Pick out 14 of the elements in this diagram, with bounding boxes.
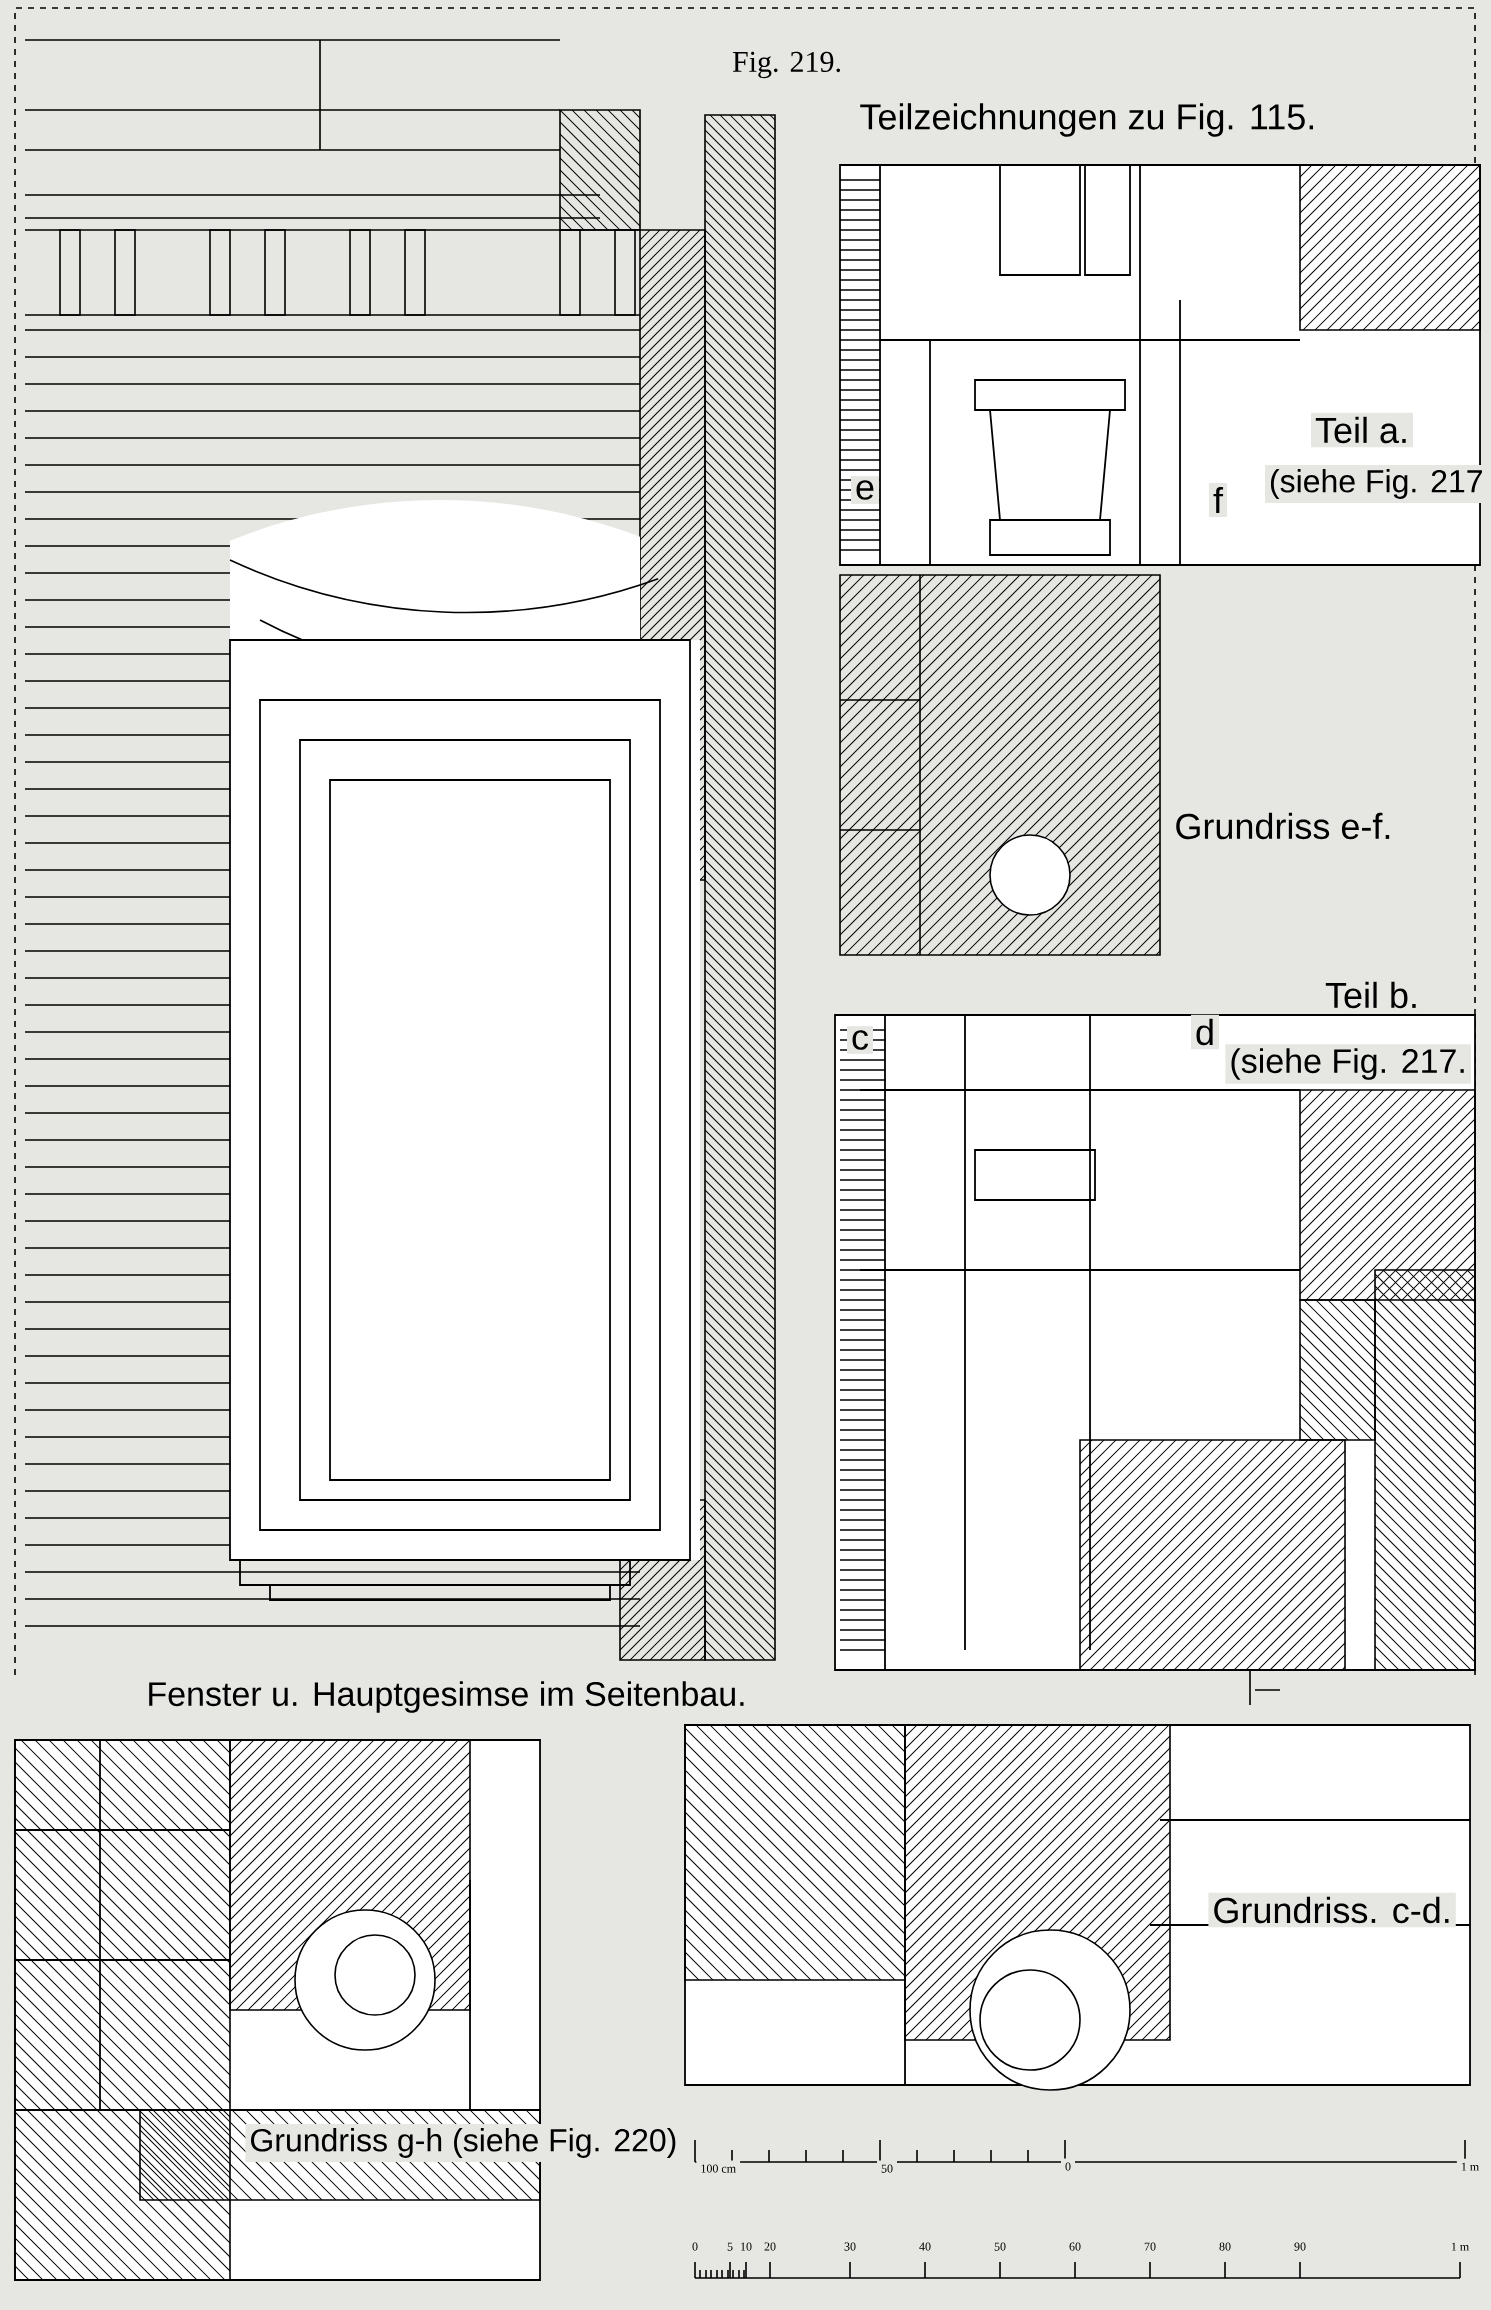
label: d — [1191, 1014, 1219, 1050]
label: Grundriss. c-d. — [1208, 1892, 1456, 1928]
label: Grundriss e-f. — [1170, 808, 1397, 844]
label: f — [1209, 483, 1227, 518]
label: Fenster u. Hauptgesimse im Seitenbau. — [142, 1677, 751, 1717]
label: (siehe Fig. 217 — [1265, 465, 1488, 503]
label: Fig. 219. — [728, 47, 846, 83]
label: Teil b. — [1321, 977, 1424, 1013]
label: Teilzeichnungen zu Fig. 115. — [855, 99, 1321, 141]
label: Teil a. — [1311, 412, 1414, 448]
label: Grundriss g-h (siehe Fig. 220) — [245, 2124, 682, 2162]
label: c — [847, 1026, 873, 1054]
label: (siehe Fig. 217. — [1225, 1044, 1471, 1084]
label: e — [851, 476, 879, 504]
